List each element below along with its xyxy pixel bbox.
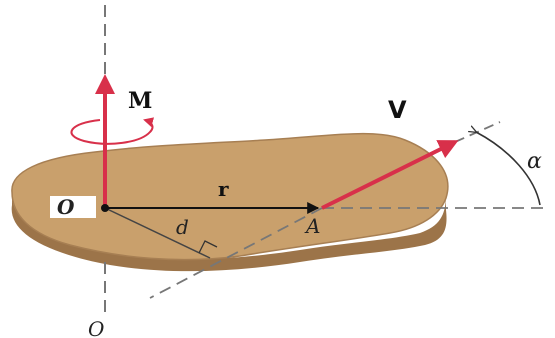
velocity-vector (321, 140, 459, 210)
right-angle-marker (198, 240, 218, 254)
label-origin-O: O (57, 195, 75, 219)
origin-point (101, 204, 109, 212)
line-of-action-dash (149, 207, 323, 299)
label-point-A: A (304, 214, 320, 238)
angle-arc (476, 132, 541, 206)
slab-top (11, 132, 449, 261)
label-r: r (218, 177, 229, 201)
distance-d-line (104, 207, 211, 259)
rotation-arrow (70, 117, 155, 145)
label-moment-M: M (128, 88, 152, 114)
label-velocity-V: V (388, 96, 407, 124)
slab-side (11, 192, 447, 272)
label-d: d (176, 215, 189, 239)
label-alpha: α (527, 149, 542, 174)
label-axis-O: O (88, 317, 104, 338)
origin-label-box (50, 196, 96, 218)
